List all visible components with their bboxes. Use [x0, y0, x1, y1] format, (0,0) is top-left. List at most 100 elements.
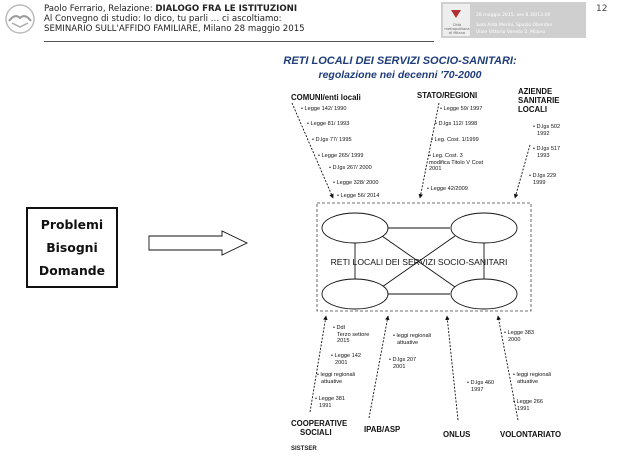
- volontariato-item: Legge 266: [513, 399, 543, 406]
- header-divider: [44, 41, 434, 42]
- aziende-year-text: 1993: [537, 152, 550, 159]
- stato-item-text: modifica Titolo V Cost: [429, 159, 484, 166]
- event-banner: Città metropolitana di Milano 28 maggio …: [441, 2, 586, 38]
- label-stato-regioni: STATO/REGIONI: [417, 91, 478, 100]
- arrow-onlus: [445, 315, 459, 421]
- comuni-item: Legge 328/ 2000: [333, 180, 379, 187]
- network-node-bottom-right: [450, 278, 518, 310]
- arrow-cooperative: [309, 315, 328, 413]
- banner-logo-text: Città metropolitana di Milano: [444, 23, 470, 35]
- aziende-item: D.lgs 517: [533, 146, 561, 153]
- cooperative-item-cont: 2015: [337, 338, 349, 345]
- network-node-top-left: [321, 212, 389, 244]
- cooperative-text: 1991: [319, 402, 332, 409]
- banner-line-3: Viale Vittorio Veneto 2, Milano: [476, 30, 546, 35]
- aziende-year-text: 1992: [537, 130, 550, 137]
- aziende-year-text: 1999: [533, 179, 546, 186]
- banner-logo: Città metropolitana di Milano: [443, 4, 470, 36]
- volontariato-item-cont: 2000: [508, 337, 520, 344]
- volontariato-item-cont: attuative: [517, 379, 538, 386]
- volontariato-text: 2000: [508, 336, 521, 343]
- volontariato-item: Legge 383: [504, 330, 534, 337]
- aziende-item: D.lgs 229: [529, 173, 557, 180]
- ipab-text: 2001: [393, 363, 406, 370]
- ipab-item-cont: 2001: [393, 364, 405, 371]
- comuni-item: D.lgs 77/ 1995: [312, 137, 352, 144]
- header-line-2: Al Convegno di studio: Io dico, tu parli…: [44, 14, 282, 24]
- network-node-top-right: [450, 212, 518, 244]
- word-domande: Domande: [38, 262, 106, 278]
- banner-line-2: Sala Alda Merini, Spazio Oberdan: [476, 23, 553, 28]
- arrow-stato: [418, 102, 440, 199]
- header-line-1: Paolo Ferrario, Relazione: DIALOGO FRA L…: [44, 4, 297, 14]
- cooperative-item-cont: Terzo settore: [337, 332, 369, 339]
- stato-item: D.lgs 112/ 1998: [435, 121, 478, 128]
- arrow-ipab: [368, 315, 390, 419]
- volontariato-item-cont: 1991: [517, 406, 529, 413]
- cooperative-item: leggi regionali: [317, 372, 356, 379]
- city-emblem-icon: [451, 10, 461, 18]
- cooperative-text: 2001: [335, 359, 348, 366]
- label-comuni: COMUNI/enti locali: [291, 93, 361, 102]
- comuni-item: Legge 142/ 1990: [301, 106, 347, 113]
- comuni-item: D.lgs 267/ 2000: [329, 165, 372, 172]
- header-line-3: SEMINARIO SULL'AFFIDO FAMILIARE, Milano …: [44, 24, 305, 34]
- aziende-item: D.lgs 502: [533, 124, 561, 131]
- volontariato-text: 1991: [517, 405, 530, 412]
- hollow-right-arrow: [148, 230, 249, 256]
- label-aziende: LOCALI: [518, 105, 548, 114]
- label-aziende: SANITARIE: [518, 96, 560, 105]
- comuni-item: Legge 56/ 2014: [337, 193, 380, 200]
- slide-title: RETI LOCALI DEI SERVIZI SOCIO-SANITARI:: [283, 55, 517, 67]
- stato-item: Legge 42/2009: [427, 186, 468, 193]
- cooperative-item-cont: 2001: [335, 360, 347, 367]
- problemi-box: Problemi Bisogni Domande: [26, 207, 118, 288]
- header-author: Paolo Ferrario, Relazione:: [44, 4, 156, 14]
- stato-item: Legge 59/ 1997: [440, 106, 483, 113]
- cooperative-text: 2015: [337, 338, 350, 345]
- stato-item-text: 2001: [429, 166, 442, 173]
- comuni-item: Legge 265/ 1999: [318, 153, 364, 160]
- stato-item-cont: modifica Titolo V Cost: [429, 160, 483, 167]
- arrow-comuni: [291, 102, 334, 199]
- header-talk-title: DIALOGO FRA LE ISTITUZIONI: [155, 4, 298, 14]
- page-number: 12: [596, 4, 608, 14]
- volontariato-text: attuative: [517, 378, 539, 385]
- label-onlus: ONLUS: [443, 430, 471, 439]
- cooperative-text: Terzo settore: [337, 331, 370, 338]
- ipab-item-cont: attuative: [397, 340, 418, 347]
- banner-line-1: 28 maggio 2015, ore 8.30/13.00: [476, 13, 551, 18]
- ipab-text: attuative: [397, 339, 419, 346]
- stato-item: Leg. Cost. 3: [429, 153, 463, 160]
- ipab-item: D.lgs 207: [389, 357, 417, 364]
- center-network-label: RETI LOCALI DEI SERVIZI SOCIO-SANITARI: [330, 257, 508, 267]
- word-bisogni: Bisogni: [46, 239, 98, 255]
- footer-note: SISTSER: [291, 446, 317, 452]
- aziende-item-year: 1992: [537, 131, 549, 138]
- stato-item-cont: 2001: [429, 166, 441, 173]
- handshake-logo-icon: [3, 3, 37, 35]
- cooperative-item: Legge 381: [315, 396, 345, 403]
- stato-item: Leg. Cost. 1/1999: [431, 137, 479, 144]
- label-volontariato: VOLONTARIATO: [500, 430, 562, 439]
- cooperative-item: Ddl: [333, 325, 345, 332]
- cooperative-item-cont: 1991: [319, 403, 331, 410]
- word-problemi: Problemi: [40, 216, 104, 232]
- slide-subtitle: regolazione nei decenni '70-2000: [318, 69, 482, 81]
- label-cooperative: SOCIALI: [300, 428, 332, 437]
- cooperative-text: attuative: [321, 378, 343, 385]
- onlus-item-cont: 1997: [471, 387, 483, 394]
- network-connections: [354, 227, 485, 295]
- network-node-bottom-left: [321, 278, 389, 310]
- ipab-item: leggi regionali: [393, 333, 432, 340]
- arrow-aziende: [513, 144, 531, 199]
- label-aziende: AZIENDE: [518, 87, 553, 96]
- label-cooperative: COOPERATIVE: [291, 419, 348, 428]
- cooperative-item: Legge 142: [331, 353, 361, 360]
- aziende-item-year: 1999: [533, 180, 545, 187]
- network-frame: [316, 202, 532, 312]
- aziende-item-year: 1993: [537, 153, 549, 160]
- cooperative-item-cont: attuative: [321, 379, 342, 386]
- label-ipab-asp: IPAB/ASP: [364, 425, 401, 434]
- onlus-text: 1997: [471, 386, 484, 393]
